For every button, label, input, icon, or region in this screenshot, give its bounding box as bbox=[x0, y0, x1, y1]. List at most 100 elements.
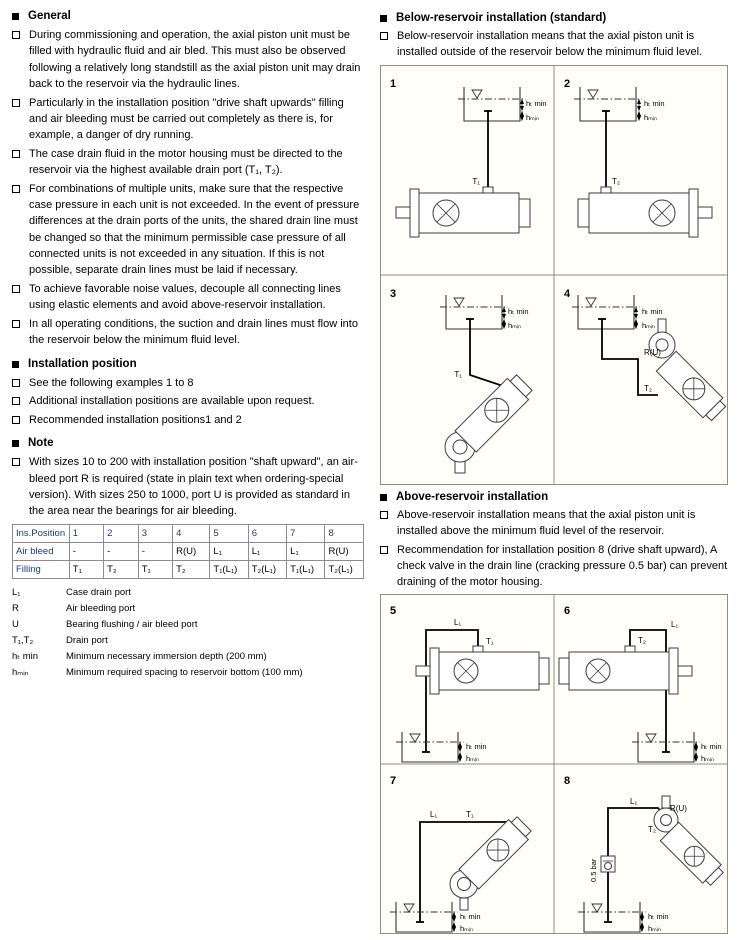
section-title-text: Above-reservoir installation bbox=[396, 490, 549, 503]
table-cell: - bbox=[103, 542, 139, 562]
bottom-spacing-label: hₘᵢₙ bbox=[460, 924, 473, 933]
square-bullet-icon bbox=[380, 545, 388, 554]
section-title-note: Note bbox=[12, 437, 364, 449]
panel-2: 2 hₜ min hₘᵢₙ bbox=[564, 78, 713, 238]
immersion-depth-label: hₜ min bbox=[644, 99, 665, 108]
table-cell: Air bleed bbox=[12, 542, 70, 562]
bottom-spacing-label: hₘᵢₙ bbox=[642, 321, 655, 330]
table-cell: 1 bbox=[68, 524, 105, 544]
section-title-installation-position: Installation position bbox=[12, 358, 364, 370]
square-bullet-icon bbox=[12, 378, 20, 387]
above-reservoir-diagram: 5 L₁ T₁ bbox=[380, 594, 728, 935]
drain-line bbox=[419, 821, 510, 923]
panel-number: 2 bbox=[564, 78, 570, 90]
bottom-spacing-label: hₘᵢₙ bbox=[648, 924, 661, 933]
axial-piston-unit-icon bbox=[415, 645, 550, 695]
drain-line bbox=[425, 629, 479, 753]
table-cell: L₁ bbox=[286, 542, 326, 562]
panel-number: 8 bbox=[564, 775, 570, 787]
axial-piston-unit-icon bbox=[577, 186, 713, 238]
square-bullet-icon bbox=[12, 397, 20, 406]
table-cell: 4 bbox=[172, 524, 211, 544]
legend-term: U bbox=[12, 619, 19, 631]
panel-8: 8 L₁ R( bbox=[564, 775, 724, 933]
list-item-text: Below-reservoir installation means that … bbox=[397, 30, 703, 59]
legend-row: T₁,T₂ Drain port bbox=[12, 635, 364, 647]
filled-square-icon bbox=[12, 440, 19, 448]
list-item-text: Recommendation for installation position… bbox=[397, 543, 728, 589]
list-item: Recommended installation positions1 and … bbox=[12, 412, 364, 428]
immersion-depth-label: hₜ min bbox=[648, 912, 669, 921]
square-bullet-icon bbox=[12, 98, 20, 107]
table-cell: T₁(L₁) bbox=[286, 560, 326, 580]
legend-term: L₁ bbox=[12, 587, 21, 599]
axial-piston-unit-icon bbox=[558, 645, 693, 695]
legend-desc: Air bleeding port bbox=[66, 603, 136, 615]
port-label: T₂ bbox=[648, 825, 656, 834]
panel-number: 5 bbox=[390, 605, 396, 617]
port-label: T₁ bbox=[486, 637, 494, 646]
table-cell: Ins.Position bbox=[12, 524, 70, 544]
port-label: T₂ bbox=[638, 636, 646, 645]
table-cell: - bbox=[137, 542, 174, 562]
legend-desc: Minimum required spacing to reservoir bo… bbox=[66, 666, 303, 678]
legend-row: U Bearing flushing / air bleed port bbox=[12, 619, 364, 631]
table-cell: T₂ bbox=[103, 560, 139, 580]
air-bleed-label: R(U) bbox=[644, 348, 661, 357]
bottom-spacing-label: hₘᵢₙ bbox=[644, 113, 657, 122]
table-cell: R(U) bbox=[172, 542, 211, 562]
list-item: For combinations of multiple units, make… bbox=[12, 181, 364, 279]
drain-line bbox=[629, 629, 667, 753]
legend-term: T₁,T₂ bbox=[12, 634, 34, 646]
section-title-above-reservoir: Above-reservoir installation bbox=[380, 491, 732, 503]
bottom-spacing-label: hₘᵢₙ bbox=[508, 321, 521, 330]
square-bullet-icon bbox=[12, 184, 20, 193]
case-drain-label: L₁ bbox=[454, 618, 461, 627]
section-title-text: Below-reservoir installation (standard) bbox=[396, 12, 607, 24]
legend-desc: Drain port bbox=[66, 634, 108, 646]
immersion-depth-label: hₜ min bbox=[508, 307, 529, 316]
table-cell: T₂(L₁) bbox=[247, 560, 288, 580]
immersion-depth-label: hₜ min bbox=[526, 99, 547, 108]
bottom-spacing-label: hₘᵢₙ bbox=[701, 754, 714, 763]
list-item-text: See the following examples 1 to 8 bbox=[29, 376, 194, 389]
section-title-text: Note bbox=[28, 437, 54, 450]
filled-square-icon bbox=[380, 493, 387, 501]
table-cell: L₁ bbox=[247, 542, 288, 562]
table-cell: 2 bbox=[103, 524, 139, 544]
legend-term: R bbox=[12, 603, 19, 615]
square-bullet-icon bbox=[12, 149, 20, 158]
panel-number: 7 bbox=[390, 775, 396, 787]
cracking-pressure-label: 0.5 bar bbox=[589, 859, 598, 883]
square-bullet-icon bbox=[12, 458, 20, 467]
air-bleed-label: R(U) bbox=[670, 804, 687, 813]
panel-number: 4 bbox=[564, 288, 571, 300]
list-item: The case drain fluid in the motor housin… bbox=[12, 146, 364, 179]
port-label: T₁ bbox=[472, 177, 480, 186]
list-item-text: In all operating conditions, the suction… bbox=[29, 318, 358, 347]
list-item-text: To achieve favorable noise values, decou… bbox=[29, 282, 341, 312]
right-column: Below-reservoir installation (standard) … bbox=[380, 8, 732, 940]
check-valve-icon bbox=[600, 855, 616, 873]
section-title-below-reservoir: Below-reservoir installation (standard) bbox=[380, 12, 732, 24]
figure-above-reservoir: 5 L₁ T₁ bbox=[380, 594, 732, 935]
section-title-text: Installation position bbox=[28, 357, 137, 370]
panel-7: 7 L₁ T₁ bbox=[390, 775, 532, 933]
panel-6: 6 L₁ T₂ bbox=[558, 605, 722, 763]
port-label: T₂ bbox=[612, 177, 620, 186]
drain-line bbox=[601, 318, 658, 396]
table-cell: L₁ bbox=[209, 542, 249, 562]
table-row: Filling T₁ T₂ T₁ T₂ T₁(L₁) T₂(L₁) T₁(L₁)… bbox=[12, 560, 364, 580]
legend-desc: Bearing flushing / air bleed port bbox=[66, 619, 198, 631]
list-item-text: Above-reservoir installation means that … bbox=[397, 508, 696, 537]
table-cell: 3 bbox=[137, 524, 174, 544]
filled-square-icon bbox=[12, 13, 19, 20]
table-cell: T₂ bbox=[172, 560, 211, 580]
list-item-text: For combinations of multiple units, make… bbox=[29, 182, 360, 277]
case-drain-label: L₁ bbox=[430, 810, 437, 819]
panel-number: 1 bbox=[390, 78, 396, 90]
